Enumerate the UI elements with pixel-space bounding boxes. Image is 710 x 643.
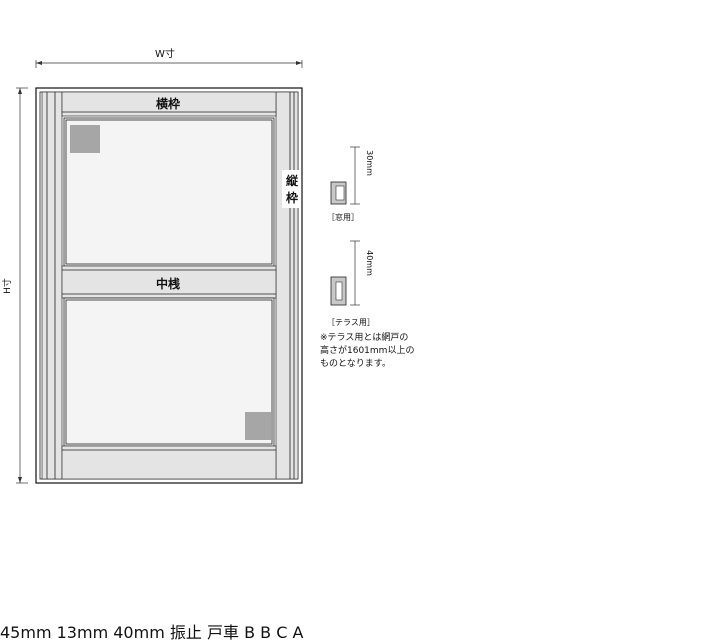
note-line-2: 高さが1601mm以上の: [320, 346, 415, 356]
profile-bottom-dim: 13mm: [56, 623, 109, 642]
section-b-label-bottom: B: [260, 623, 272, 642]
height-label: H寸: [1, 278, 13, 294]
bottom-rail: [61, 445, 277, 480]
left-stile: [41, 91, 63, 480]
right-stile: [275, 91, 299, 480]
profile-45-dim: 45mm: [0, 623, 52, 642]
terrace-note: ※テラス用とは網戸の 高さが1601mm以上の ものとなります。: [320, 332, 430, 371]
side-stile-label-2: 枠: [286, 190, 298, 205]
section-view: 振止 戸車 B B C A: [170, 623, 304, 642]
mesh-swatch-top: [70, 125, 100, 153]
mesh-swatch-bottom: [245, 412, 271, 440]
note-line-1: ※テラス用とは網戸の: [320, 333, 409, 343]
lower-screen-panel: [63, 297, 275, 447]
side-stile-label-1: 縦: [286, 173, 299, 188]
profile-45: 45mm: [0, 623, 57, 642]
front-view: W寸 H寸 横枠 中桟: [1, 47, 303, 484]
drawing-sheet: W寸 H寸 横枠 中桟: [0, 47, 430, 642]
width-label: W寸: [155, 47, 175, 60]
section-bottom-label: 戸車: [206, 623, 239, 642]
section-a-label: A: [292, 623, 304, 642]
note-line-3: ものとなります。: [320, 359, 391, 369]
drawing-canvas: W寸 H寸 横枠 中桟: [1, 47, 375, 484]
profile-terrace-dim: 40mm: [365, 250, 374, 276]
profile-window-caption: ［窓用］: [327, 212, 359, 222]
profile-window-dim: 30mm: [365, 150, 374, 176]
profile-window: 30mm ［窓用］: [327, 146, 374, 222]
section-top-label: 振止: [169, 623, 202, 642]
middle-rail-label: 中桟: [156, 276, 180, 291]
profile-terrace-caption: ［テラス用］: [327, 318, 375, 327]
middle-rail: [61, 265, 277, 299]
top-rail-label: 横枠: [156, 96, 180, 111]
profile-terrace: 40mm ［テラス用］: [327, 240, 375, 327]
profile-bottom-width: 40mm: [113, 623, 165, 642]
outer-frame: [35, 87, 303, 484]
section-c-label: C: [276, 623, 288, 642]
section-b-label-top: B: [244, 623, 256, 642]
profile-bottom: 13mm 40mm: [57, 623, 170, 642]
